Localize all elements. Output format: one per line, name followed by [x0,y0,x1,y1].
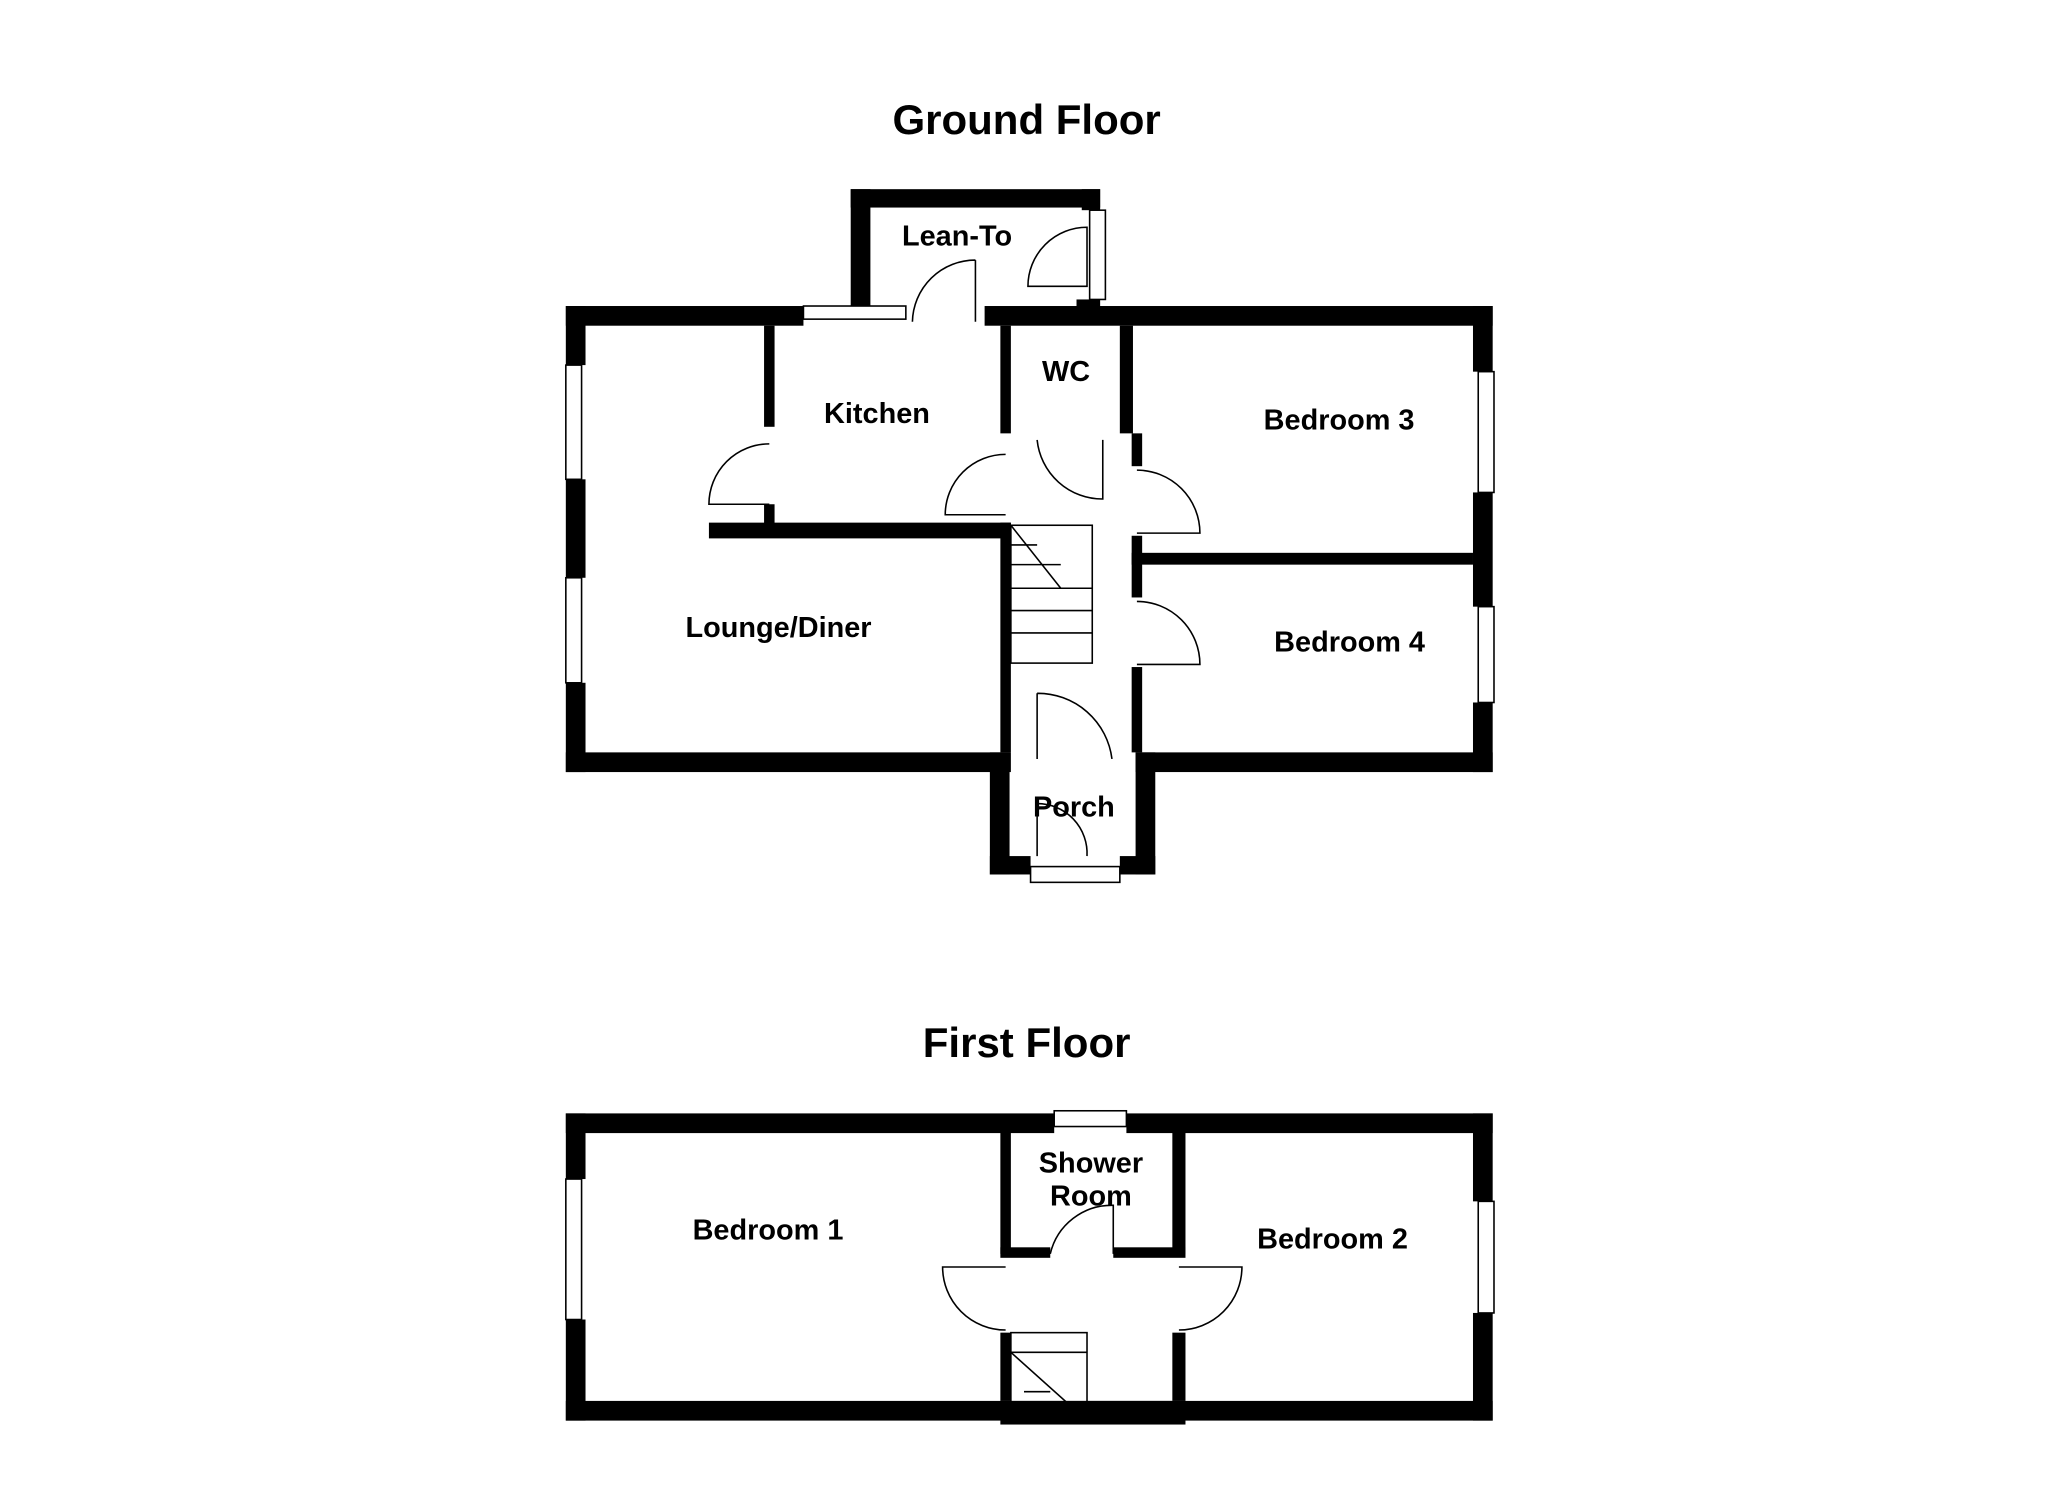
room-label-bedroom-3: Bedroom 3 [1264,404,1415,436]
ground-floor-plan: Ground Floor [565,96,1495,884]
door [1136,600,1201,666]
room-label-porch: Porch [1033,792,1115,824]
staircase [1010,524,1094,664]
window [1477,605,1495,704]
door [944,453,1006,516]
room-label-bedroom-4: Bedroom 4 [1274,626,1425,658]
door [1049,1204,1115,1255]
room-label-bedroom-1: Bedroom 1 [693,1214,844,1246]
window [565,364,583,481]
window [565,576,583,684]
window [1029,865,1121,884]
room-label-shower-room: Shower [1039,1147,1143,1179]
window [1477,370,1495,494]
door [708,443,770,506]
room-label-kitchen: Kitchen [824,398,930,430]
first-floor-title: First Floor [923,1019,1131,1066]
first-floor-plan: First Floor Shower Room Bedroom 1 Bedroo… [565,1019,1495,1425]
ground-floor-title: Ground Floor [892,96,1160,143]
door [1027,226,1088,288]
window [565,1178,583,1321]
door [1036,692,1113,760]
window [1477,1200,1495,1314]
door [1136,469,1201,534]
door [941,1266,1006,1331]
room-label-shower-room-line2: Room [1050,1180,1132,1212]
room-label-bedroom-2: Bedroom 2 [1257,1224,1408,1256]
staircase [1010,1331,1088,1422]
window [1088,209,1107,301]
door [911,259,977,322]
door [1036,802,1088,857]
room-label-lean-to: Lean-To [902,221,1012,253]
room-label-wc: WC [1042,356,1090,388]
room-label-lounge-diner: Lounge/Diner [685,612,871,644]
door [1036,439,1104,500]
window [1053,1109,1128,1128]
window [802,305,907,320]
door [1178,1266,1243,1331]
